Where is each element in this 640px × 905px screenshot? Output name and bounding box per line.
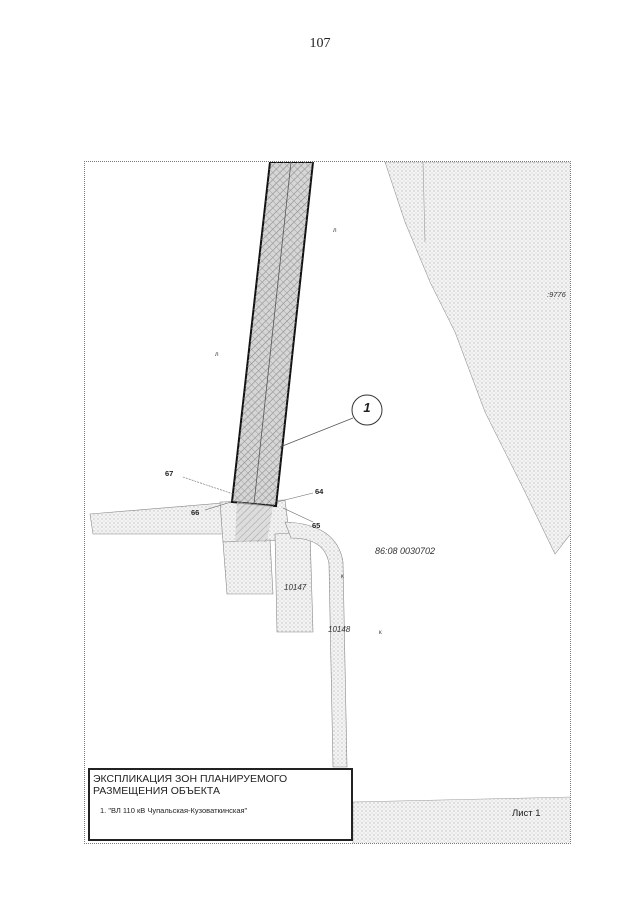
point-label-67: 67 bbox=[165, 469, 174, 478]
legend-item-1: 1. "ВЛ 110 кВ Чупальская-Кузоваткинская" bbox=[100, 806, 248, 815]
legend-box: ЭКСПЛИКАЦИЯ ЗОН ПЛАНИРУЕМОГО РАЗМЕЩЕНИЯ … bbox=[88, 768, 353, 841]
callout-leader bbox=[279, 417, 354, 448]
point-label-65: 65 bbox=[312, 521, 321, 530]
legend-title: ЭКСПЛИКАЦИЯ ЗОН ПЛАНИРУЕМОГО РАЗМЕЩЕНИЯ … bbox=[93, 773, 288, 797]
parcel-10147 bbox=[274, 531, 314, 633]
mark-b: л bbox=[333, 228, 337, 234]
map-frame: л л к к 1 67 66 64 65 86:08 0030702 1014… bbox=[84, 161, 571, 844]
callout-circle bbox=[351, 394, 383, 426]
corridor-centerline bbox=[253, 162, 292, 505]
mark-d: к bbox=[341, 574, 344, 580]
leader-64 bbox=[276, 492, 314, 503]
parcel-lower-left bbox=[222, 539, 274, 595]
page-number: 107 bbox=[309, 36, 331, 51]
road-curve bbox=[284, 521, 348, 768]
point-label-66: 66 bbox=[191, 508, 200, 517]
mark-a: л bbox=[215, 352, 219, 358]
leader-66 bbox=[204, 501, 232, 511]
map-canvas: л л к к bbox=[89, 162, 570, 843]
corridor-lower-extension bbox=[235, 502, 273, 542]
parcel-label-10147: 10147 bbox=[284, 583, 307, 592]
parcel-edge-label: :9776 bbox=[547, 290, 566, 299]
forest-inner-line bbox=[422, 162, 426, 243]
callout-number: 1 bbox=[363, 400, 371, 415]
leader-65 bbox=[282, 507, 314, 523]
forest-area bbox=[384, 162, 570, 555]
cadastral-block-label: 86:08 0030702 bbox=[375, 546, 436, 556]
bottom-strip bbox=[352, 796, 570, 843]
parcel-label-10148: 10148 bbox=[328, 625, 351, 634]
point-label-64: 64 bbox=[315, 487, 324, 496]
mark-c: к bbox=[379, 630, 382, 636]
leader-67 bbox=[182, 476, 234, 495]
parcel-road-left bbox=[89, 501, 241, 535]
sheet-label: Лист 1 bbox=[512, 808, 541, 819]
